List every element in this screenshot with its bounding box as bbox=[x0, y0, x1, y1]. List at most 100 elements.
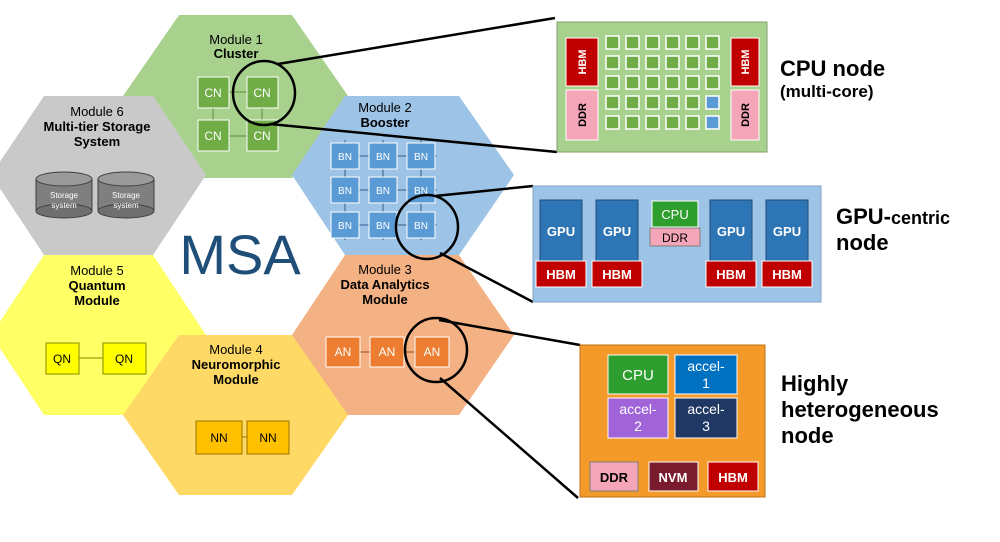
booster-node-label: BN bbox=[338, 186, 352, 197]
neuro-nodes: NN NN bbox=[195, 420, 290, 455]
gpu-hbm-label: HBM bbox=[602, 267, 632, 282]
cpu-core bbox=[705, 35, 720, 50]
cpu-ddr-right bbox=[730, 89, 760, 141]
het-accel-2-num: 2 bbox=[634, 418, 642, 434]
module-4-title: Module 4 bbox=[209, 342, 262, 357]
het-accel-1 bbox=[674, 354, 738, 395]
gpu-label: GPU bbox=[603, 224, 631, 239]
booster-node-label: BN bbox=[376, 152, 390, 163]
module-4-name: Neuromorphic bbox=[192, 357, 281, 372]
het-node-title-1: Highly bbox=[781, 371, 849, 396]
het-accel-1-label: accel- bbox=[687, 358, 725, 374]
cpu-core bbox=[605, 115, 620, 130]
gpu-node-title: GPU- bbox=[836, 204, 891, 229]
gpu-node-cpu bbox=[651, 200, 699, 228]
cpu-node-subtitle: (multi-core) bbox=[780, 81, 874, 101]
booster-nodes: BN BN BN BN BN BN BN BN BN bbox=[330, 140, 437, 240]
analytics-nodes: AN AN AN bbox=[325, 336, 450, 368]
gpu-hbm bbox=[591, 260, 643, 288]
cpu-core bbox=[625, 75, 640, 90]
cpu-core bbox=[625, 55, 640, 70]
gpu-hbm-label: HBM bbox=[716, 267, 746, 282]
gpu-node-label: GPU-centric node bbox=[836, 204, 950, 256]
cpu-core bbox=[645, 95, 660, 110]
gpu-node-title-small: centric bbox=[891, 208, 951, 228]
cluster-node bbox=[246, 76, 279, 109]
cpu-core bbox=[605, 95, 620, 110]
het-nvm bbox=[648, 461, 699, 492]
booster-node bbox=[406, 211, 436, 239]
quantum-node bbox=[102, 342, 147, 375]
cpu-core bbox=[665, 55, 680, 70]
gpu-label: GPU bbox=[717, 224, 745, 239]
gpu-hbm-label: HBM bbox=[772, 267, 802, 282]
cpu-node-label: CPU node (multi-core) bbox=[780, 56, 885, 102]
gpu-node-ddr-label: DDR bbox=[662, 231, 688, 245]
booster-node-label: BN bbox=[414, 152, 428, 163]
gpu-unit bbox=[595, 199, 639, 263]
het-hbm bbox=[707, 461, 759, 492]
cpu-core bbox=[685, 55, 700, 70]
storage-label: Storage bbox=[112, 191, 141, 200]
cluster-node bbox=[197, 76, 230, 109]
gpu-hbm bbox=[705, 260, 757, 288]
booster-node-label: BN bbox=[376, 221, 390, 232]
analytics-node bbox=[414, 336, 450, 368]
het-node-title-2: heterogeneous bbox=[781, 396, 939, 422]
cpu-core bbox=[645, 75, 660, 90]
cpu-core bbox=[665, 75, 680, 90]
het-node-panel: CPU accel- 1 accel- 2 accel- 3 DDR NVM H… bbox=[579, 344, 766, 498]
cpu-core bbox=[665, 95, 680, 110]
cpu-core bbox=[645, 55, 660, 70]
het-accel-3-num: 3 bbox=[702, 418, 710, 434]
cpu-hbm-right-label: HBM bbox=[740, 49, 752, 74]
zoom-circle-cpu bbox=[231, 59, 297, 127]
cpu-core bbox=[685, 35, 700, 50]
module-5-title: Module 5 bbox=[70, 263, 123, 278]
cpu-core bbox=[665, 115, 680, 130]
cpu-core bbox=[645, 35, 660, 50]
booster-node bbox=[368, 176, 398, 204]
cpu-core bbox=[685, 75, 700, 90]
analytics-node-label: AN bbox=[424, 345, 441, 359]
cpu-core bbox=[665, 35, 680, 50]
gpu-node-cpu-label: CPU bbox=[661, 207, 688, 222]
het-cpu-label: CPU bbox=[622, 367, 654, 384]
module-2-title: Module 2 bbox=[358, 100, 411, 115]
cpu-core bbox=[625, 95, 640, 110]
het-node-title-3: node bbox=[781, 422, 834, 448]
cluster-node-label: CN bbox=[253, 129, 270, 143]
booster-node bbox=[330, 211, 360, 239]
gpu-hbm-label: HBM bbox=[546, 267, 576, 282]
storage-label: system bbox=[51, 201, 77, 210]
het-ddr-label: DDR bbox=[600, 470, 629, 485]
quantum-node bbox=[45, 342, 80, 375]
cpu-core bbox=[605, 35, 620, 50]
module-2-name: Booster bbox=[360, 115, 409, 130]
booster-node-label: BN bbox=[338, 152, 352, 163]
cpu-ddr-left bbox=[565, 89, 599, 141]
analytics-node-label: AN bbox=[379, 345, 396, 359]
het-accel-1-num: 1 bbox=[702, 375, 710, 391]
gpu-node-panel: GPU HBM GPU HBM CPU DDR GPU HBM GPU HBM bbox=[532, 185, 822, 303]
analytics-node bbox=[325, 336, 361, 368]
storage-cylinder-2: Storage system bbox=[97, 171, 155, 219]
gpu-node-ddr bbox=[649, 227, 701, 247]
quantum-nodes: QN QN bbox=[45, 342, 147, 375]
storage-label: Storage bbox=[50, 191, 79, 200]
module-5-name-line2: Module bbox=[74, 293, 120, 308]
gpu-hbm bbox=[761, 260, 813, 288]
booster-node-label: BN bbox=[338, 221, 352, 232]
het-accel-2 bbox=[607, 397, 669, 439]
cluster-node-label: CN bbox=[204, 86, 221, 100]
gpu-unit bbox=[709, 199, 753, 263]
het-hbm-label: HBM bbox=[718, 470, 748, 485]
booster-node bbox=[406, 142, 436, 170]
het-node-label: Highly heterogeneous node bbox=[781, 371, 939, 449]
module-6-title: Module 6 bbox=[70, 104, 123, 119]
cpu-hbm-right bbox=[730, 37, 760, 87]
booster-node-label: BN bbox=[376, 186, 390, 197]
cpu-hbm-left-label: HBM bbox=[577, 49, 589, 74]
cpu-node-panel: HBM DDR HBM DDR bbox=[556, 21, 768, 153]
